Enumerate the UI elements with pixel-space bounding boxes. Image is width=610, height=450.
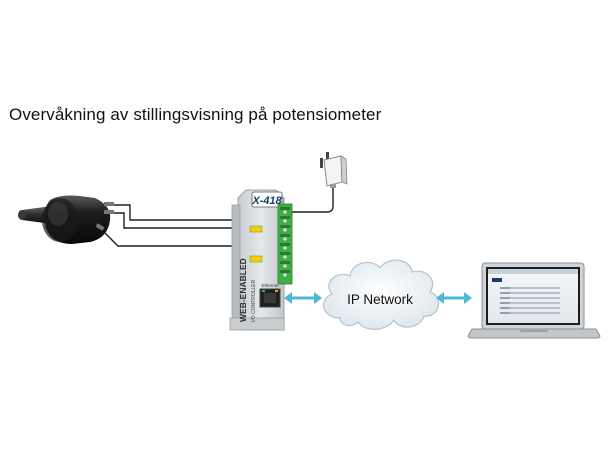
wires (99, 186, 334, 247)
ip-network-cloud: IP Network (323, 259, 440, 330)
network-label: IP Network (347, 292, 413, 307)
terminal-block (277, 203, 293, 285)
potentiometer-icon (18, 195, 114, 244)
page-title: Overvåkning av stillingsvisning på poten… (9, 105, 382, 124)
device-x418: X-418 WEB-ENABLED I/O CONTROLLER Etherne… (229, 189, 293, 331)
wire-pot-top (113, 204, 270, 221)
wire-pot-bottom (99, 227, 270, 247)
power-led (249, 225, 263, 233)
arrow-device-network (284, 292, 322, 304)
power-adapter-icon (320, 152, 348, 188)
arrow-network-laptop (436, 292, 472, 304)
status-led (249, 255, 263, 263)
wire-power (282, 186, 334, 213)
ethernet-label: Ethernet (261, 283, 279, 288)
device-side-sublabel: I/O CONTROLLER (251, 279, 257, 322)
device-brand: X-418 (251, 195, 282, 207)
laptop-icon (467, 262, 601, 339)
device-side-label: WEB-ENABLED (238, 258, 248, 322)
wire-pot-top-inner (113, 212, 270, 229)
